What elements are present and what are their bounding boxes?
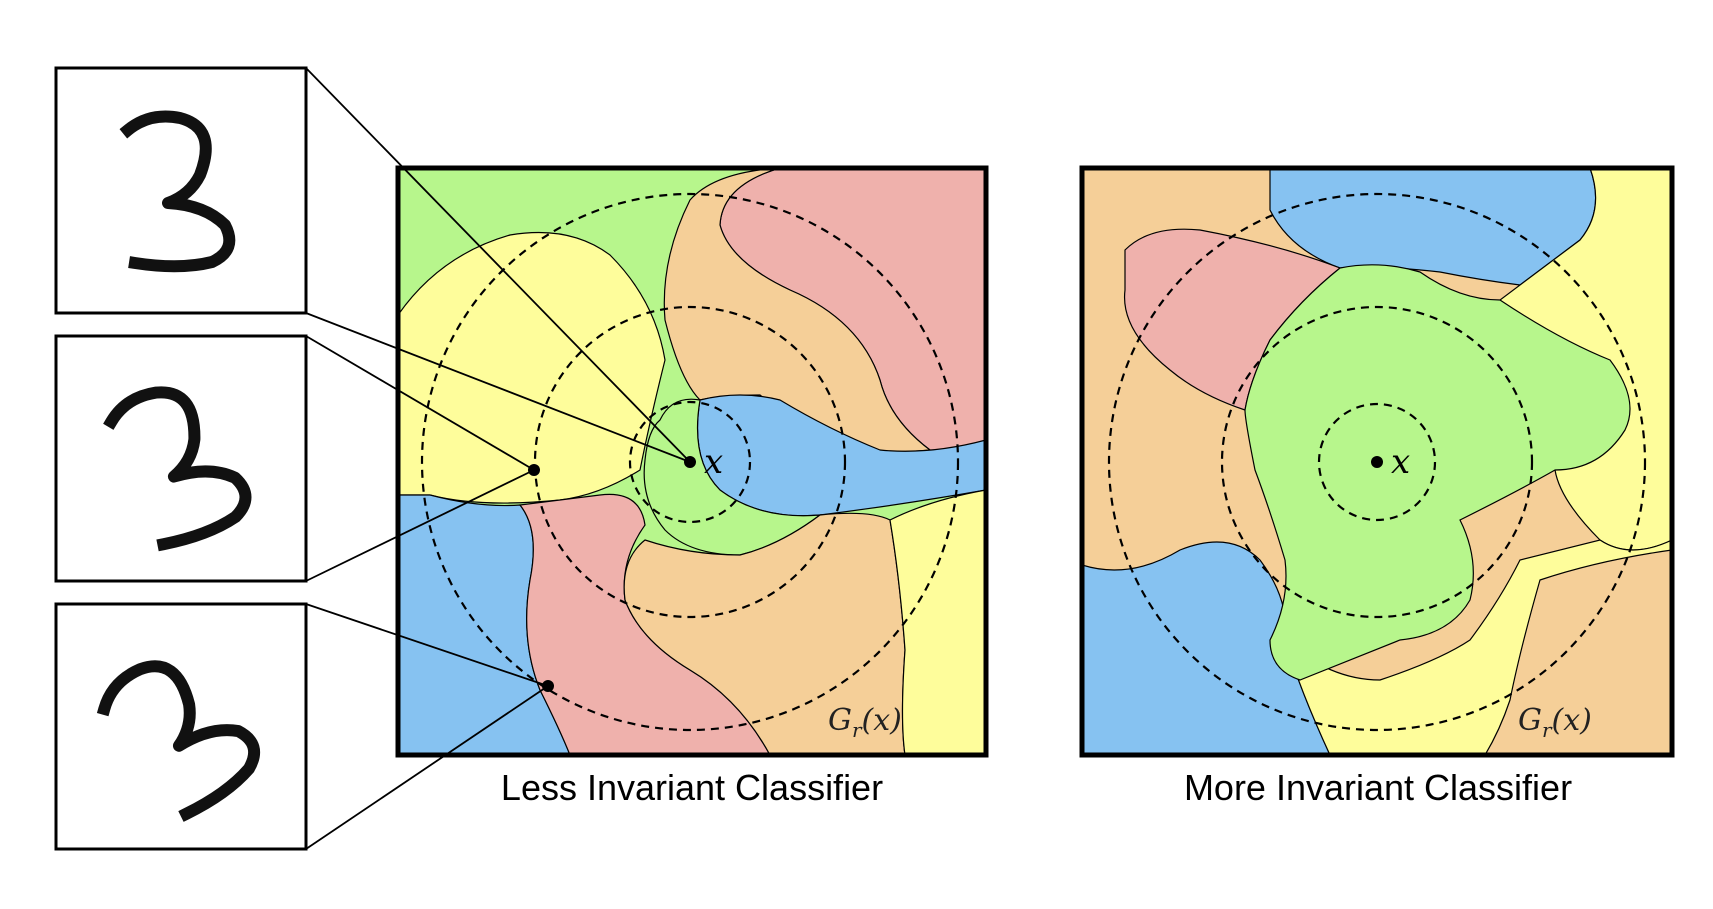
orbit-circle-small-r [1317,402,1437,522]
region-green-center-r [1244,264,1631,681]
digit-inset-2 [54,334,308,583]
region-yellow-left [398,231,666,504]
orbit-circle-medium-r [1220,305,1534,619]
point-x-right [1371,456,1383,468]
point-rotated-2 [542,680,554,692]
digit-inset-3 [54,602,308,851]
caption-right: More Invariant Classifier [1184,767,1572,808]
connector-lines [305,67,691,850]
caption-left: Less Invariant Classifier [501,767,883,808]
point-x-label-right: x [1391,442,1410,482]
point-x-left [684,456,696,468]
orbit-circle-small [628,400,752,524]
orbit-label-left: Gr(x) [828,703,902,742]
left-panel-frame [395,165,989,758]
region-yellow-bottom [1283,539,1672,755]
orbit-circle-large-r [1107,192,1647,732]
digit-inset-1 [54,66,308,315]
point-rotated-1 [528,464,540,476]
right-panel-frame [1079,165,1675,758]
point-x-label-left: x [704,442,723,482]
orbit-label-right: Gr(x) [1518,703,1592,742]
digit-3-rotated-small [103,386,252,552]
orbit-circle-large [420,192,960,732]
orbit-circle-medium [533,305,847,619]
region-yellow-bottom-right [889,489,986,755]
digit-3-upright [119,110,236,273]
digit-3-rotated-large [96,660,261,822]
